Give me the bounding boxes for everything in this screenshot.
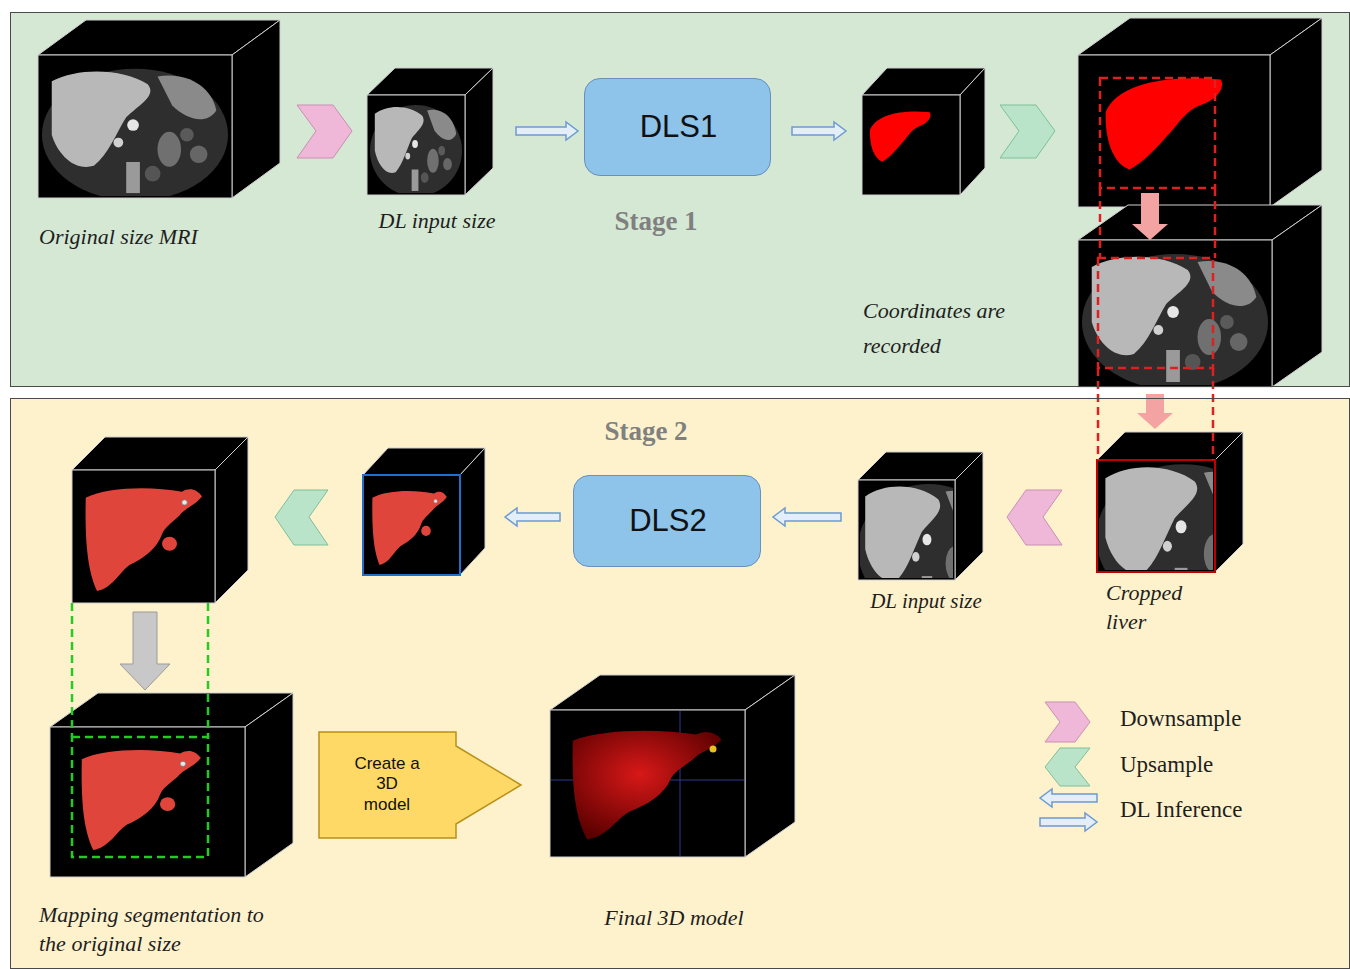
crop-guide <box>1212 368 1215 460</box>
flow-arrow <box>516 122 578 140</box>
liver-mask <box>82 750 201 850</box>
cube-side <box>955 452 983 580</box>
mri-slice <box>1082 254 1268 390</box>
legend-sample <box>1045 748 1090 786</box>
cube-side <box>745 675 795 857</box>
image-volume: Final 3D model <box>549 674 801 936</box>
image-caption: Original size MRI <box>39 223 279 252</box>
liver-mask <box>86 488 202 591</box>
liver-surface <box>573 731 722 840</box>
cube-front <box>862 95 960 195</box>
mri-slice <box>42 69 228 201</box>
cube-side <box>215 437 248 603</box>
cube-side <box>1215 432 1243 572</box>
cube-outline <box>1097 460 1215 572</box>
stage-heading: Stage 2 <box>591 415 701 447</box>
upsample-chevron <box>1000 105 1055 158</box>
flow-arrow <box>773 508 841 526</box>
arrow-shape <box>318 731 523 839</box>
stage-heading: Stage 1 <box>601 205 711 237</box>
box-label: DLS1 <box>585 108 772 145</box>
mri-slice <box>370 105 462 196</box>
box-label: Create a 3D model <box>352 754 422 815</box>
image-caption: DL input size <box>366 207 508 236</box>
map-guide <box>71 603 74 737</box>
cube-outline <box>363 475 460 575</box>
map-arrow <box>120 612 170 690</box>
crop-guide <box>1099 188 1102 258</box>
cube-side <box>960 68 985 195</box>
legend-text: Downsample <box>1120 705 1241 733</box>
model-box: DLS1 <box>584 78 771 176</box>
image-volume: Coordinates are recorded <box>859 204 1325 392</box>
liver-model <box>573 731 722 840</box>
cube-front <box>1078 55 1270 207</box>
process-arrow: Create a 3D model <box>318 731 523 839</box>
cube-side <box>465 68 493 195</box>
image-volume: Original size MRI <box>37 19 287 255</box>
map-box <box>72 603 208 857</box>
stage-panel: Stage 1 Original size MRI DL input size DLS… <box>10 12 1350 387</box>
cube-side <box>1270 18 1322 207</box>
crop-guide <box>1214 188 1217 258</box>
crop-box <box>1100 78 1215 188</box>
legend-sample <box>1040 789 1097 807</box>
liver-mask <box>870 111 931 161</box>
legend-text: DL Inference <box>1120 796 1242 824</box>
box-label: DLS2 <box>574 502 762 539</box>
cube-set <box>38 18 1322 877</box>
inference-arrow <box>505 508 560 526</box>
crop-box <box>1098 78 1215 460</box>
cube-front <box>363 475 460 575</box>
image-caption: Cropped liver <box>1106 579 1206 636</box>
arrow-shape <box>319 732 521 838</box>
stage-ground <box>10 398 1350 969</box>
map-box <box>72 737 208 857</box>
crop-arrow <box>1132 193 1168 240</box>
liver-mask <box>372 491 447 565</box>
image-caption: Mapping segmentation to the original siz… <box>39 901 284 958</box>
image-caption: DL input size <box>853 588 999 615</box>
cube-front <box>50 727 245 877</box>
image-caption: Coordinates are recorded <box>863 293 1033 363</box>
image-volume: DL input size <box>366 67 510 239</box>
stage-panel: Stage 2 Cropped liver DL input size DLS2Map… <box>10 398 1350 969</box>
cube-front <box>550 710 745 857</box>
lesion-dot <box>710 746 717 753</box>
legend-text: Upsample <box>1120 751 1213 779</box>
model-box: DLS2 <box>573 475 761 567</box>
inference-arrow <box>792 122 846 140</box>
map-guide <box>207 603 210 737</box>
cube-side <box>460 448 485 575</box>
crop-box <box>1098 258 1213 368</box>
flow-arrow <box>1137 394 1173 429</box>
image-volume: Cropped liver <box>1096 431 1248 643</box>
upsample-chevron <box>275 490 328 545</box>
image-volume: Mapping segmentation to the original siz… <box>37 691 301 965</box>
cube-side <box>232 20 280 198</box>
liver-mask <box>1106 78 1223 169</box>
crop-guide <box>1097 368 1100 460</box>
cube-side <box>245 693 293 877</box>
legend-sample <box>1045 702 1090 742</box>
cube-front <box>72 470 215 603</box>
image-caption: Final 3D model <box>549 904 799 933</box>
cube-side <box>1272 205 1322 387</box>
legend-sample <box>1040 813 1097 831</box>
downsample-chevron <box>1007 490 1062 545</box>
image-volume: DL input size <box>853 451 1001 618</box>
downsample-chevron <box>297 105 352 158</box>
